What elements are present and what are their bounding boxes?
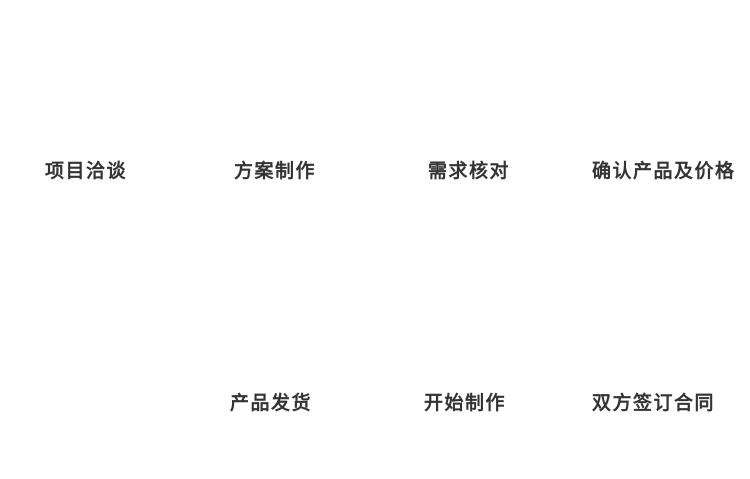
flow-step-confirm-product-price: 确认产品及价格 (592, 160, 736, 182)
flow-step-sign-contract: 双方签订合同 (592, 392, 716, 414)
flow-step-project-negotiation: 项目洽谈 (45, 160, 128, 182)
flow-step-start-production: 开始制作 (424, 392, 507, 414)
flow-step-requirement-check: 需求核对 (428, 160, 511, 182)
flow-step-plan-creation: 方案制作 (234, 160, 317, 182)
flow-step-product-shipment: 产品发货 (230, 392, 313, 414)
